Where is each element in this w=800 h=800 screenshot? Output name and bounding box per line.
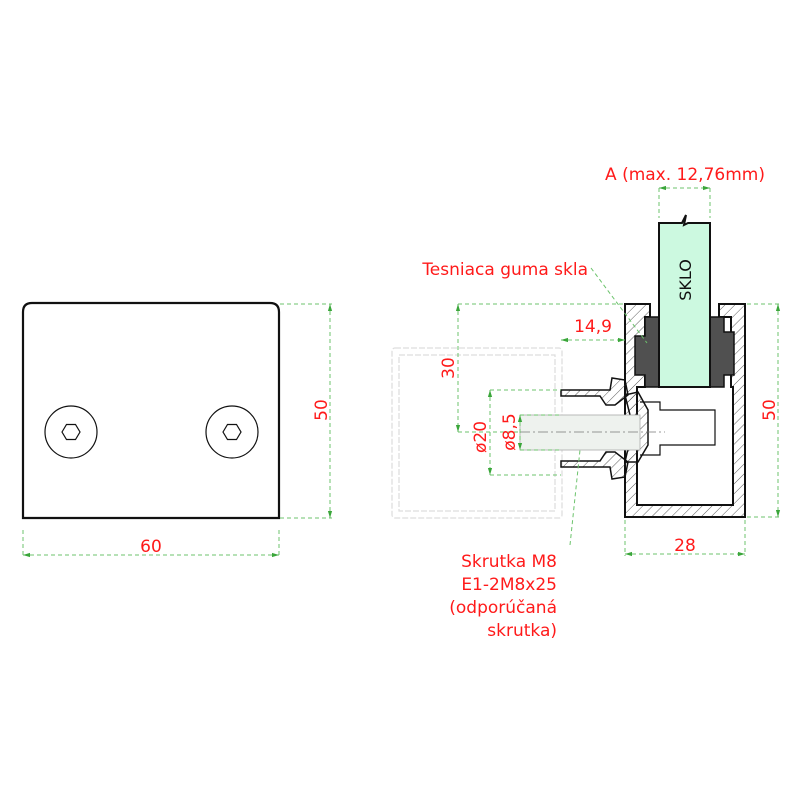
bolt-assembly — [519, 377, 716, 480]
dim-glass-text: A (max. 12,76mm) — [605, 165, 765, 185]
screw-label-line: Skrutka M8 — [461, 552, 557, 572]
screw-head-left — [44, 405, 98, 459]
dim-height-text: 50 — [312, 399, 332, 421]
hex-socket-icon — [222, 423, 242, 441]
dim-flange-text: ø20 — [471, 421, 491, 453]
glass-label: SKLO — [676, 259, 695, 301]
dimension-height-front: 50 — [280, 303, 333, 519]
gasket-right — [709, 316, 735, 388]
dim-height-section-text: 50 — [760, 399, 780, 421]
screw-label-line: E1-2M8x25 — [461, 575, 557, 595]
dim-width-section-text: 28 — [674, 536, 696, 556]
dimension-width-section: 28 — [624, 520, 746, 557]
dimension-offset: 14,9 — [561, 317, 625, 343]
dim-width-text: 60 — [140, 537, 162, 557]
dimension-bolt-diameter: ø8,5 — [500, 413, 560, 451]
plate-outline — [21, 301, 281, 520]
screw-label-line: (odporúčaná — [449, 598, 557, 618]
front-view: 50 60 — [21, 301, 333, 558]
glass-panel — [658, 214, 711, 388]
dimension-glass-width: A (max. 12,76mm) — [605, 165, 765, 218]
dim-offset-text: 14,9 — [574, 317, 612, 337]
dimension-width-front: 60 — [22, 530, 280, 558]
dim-center-text: 30 — [439, 357, 459, 379]
screw-callout: Skrutka M8 E1-2M8x25 (odporúčaná skrutka… — [449, 449, 581, 641]
dimension-flange-diameter: ø20 — [471, 389, 561, 476]
screw-head-right — [205, 405, 259, 459]
hex-socket-icon — [61, 423, 81, 441]
section-view: SKLO A (max. 12,76mm) 14,9 30 — [391, 165, 781, 641]
gasket-label: Tesniaca guma skla — [421, 260, 588, 280]
dimension-height-section: 50 — [747, 303, 781, 518]
gasket-callout: Tesniaca guma skla — [421, 260, 648, 344]
screw-label-line: skrutka) — [487, 621, 557, 641]
dim-bolt-text: ø8,5 — [500, 413, 520, 450]
